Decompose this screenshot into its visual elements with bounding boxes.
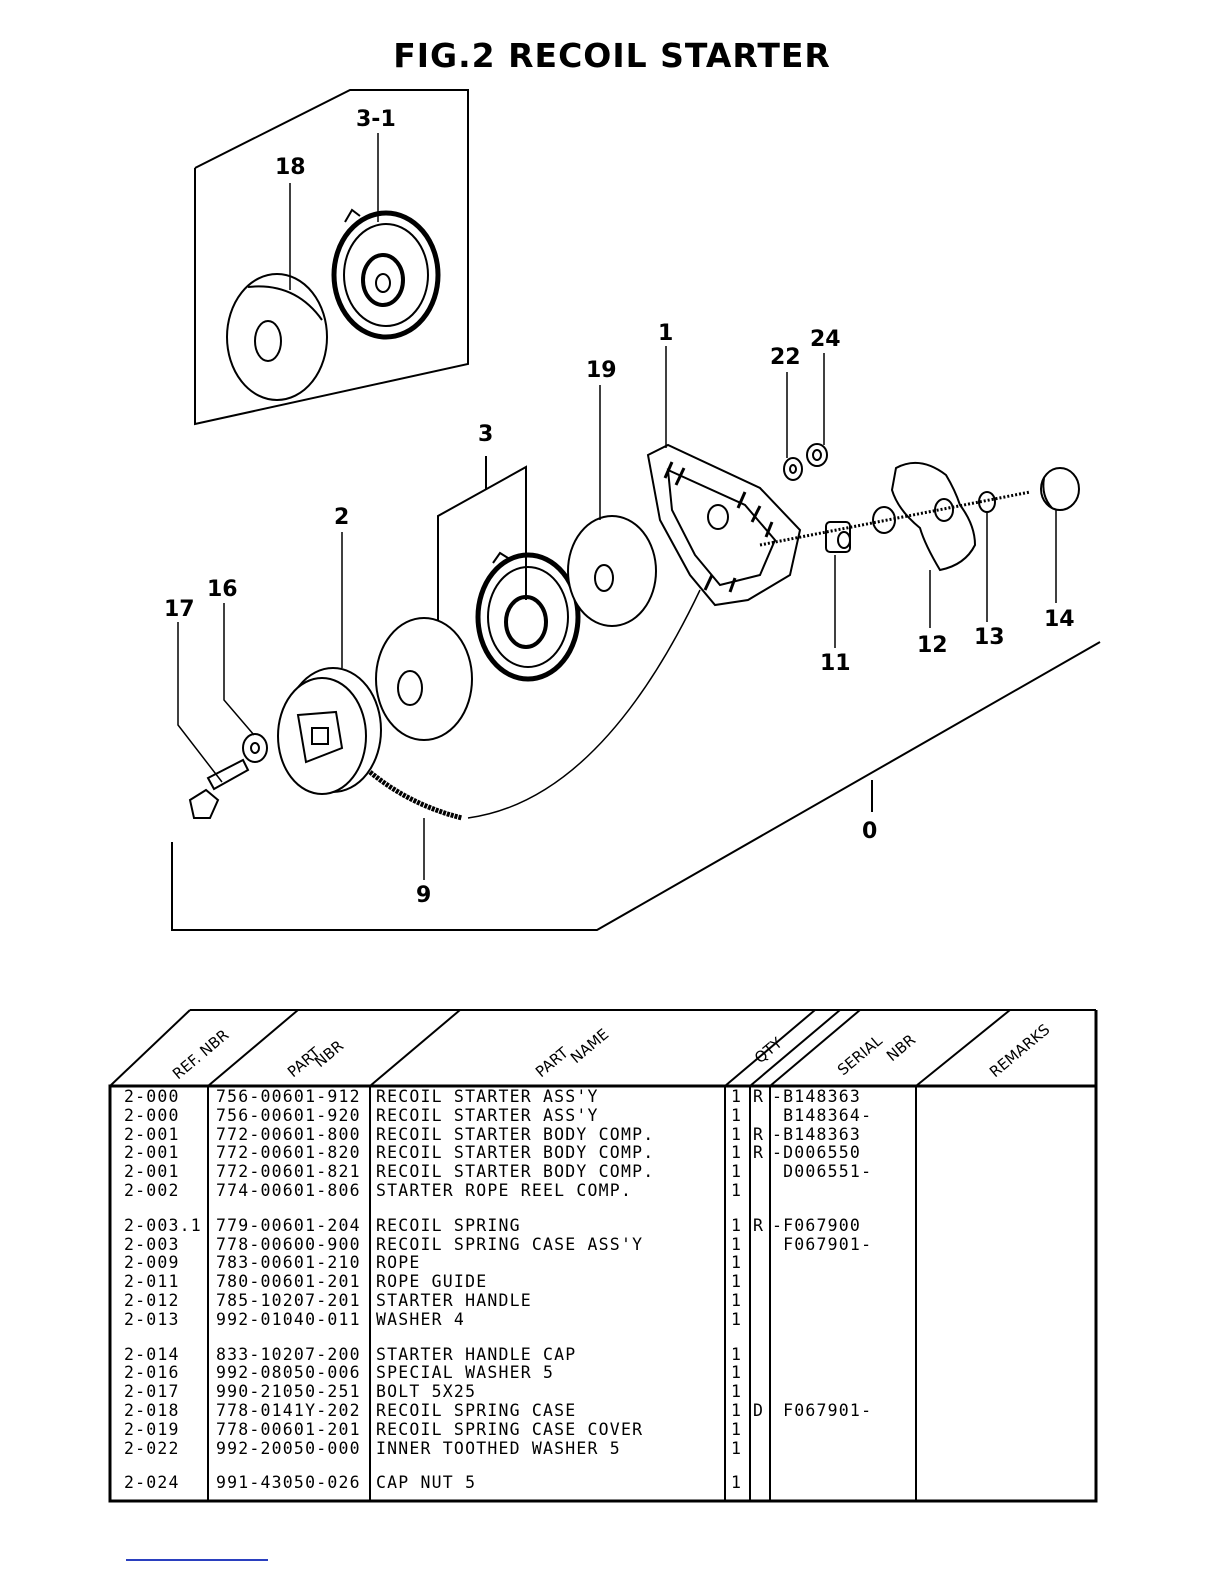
part-19-washer <box>567 515 657 627</box>
part-12-starter-handle <box>872 461 977 572</box>
callout-17: 17 <box>164 597 195 622</box>
part-16-special-washer <box>242 733 268 763</box>
callout-11: 11 <box>820 651 851 676</box>
parts-table-frame <box>108 1009 1098 1503</box>
header-part-name-1: PART <box>532 1043 572 1081</box>
part-2-rope-reel <box>277 667 382 795</box>
header-part-nbr-2: NBR <box>311 1037 347 1071</box>
footer-rule <box>126 1559 268 1561</box>
callout-2: 2 <box>334 505 349 530</box>
callout-24: 24 <box>810 327 841 352</box>
part-14-handle-cap <box>1040 467 1080 511</box>
figure-title: FIG.2 RECOIL STARTER <box>393 36 831 75</box>
callout-22: 22 <box>770 345 801 370</box>
header-part-name-2: NAME <box>567 1025 612 1067</box>
part-11-rope-guide <box>825 521 851 553</box>
callout-3-1: 3-1 <box>356 107 396 132</box>
part-9-rope <box>368 770 463 821</box>
part-22-toothed-washer <box>783 457 803 481</box>
part-3-1-spring-case <box>331 208 441 340</box>
callout-3: 3 <box>478 422 493 447</box>
part-3-spring-case <box>475 551 581 682</box>
callout-12: 12 <box>917 633 948 658</box>
assembly-bracket <box>171 641 1101 931</box>
part-17-bolt <box>188 758 250 819</box>
part-18-washer <box>226 273 328 401</box>
part-1-starter-body <box>646 443 802 607</box>
header-remarks: REMARKS <box>986 1020 1053 1081</box>
callout-1: 1 <box>658 321 673 346</box>
callout-16: 16 <box>207 577 238 602</box>
part-24-cap-nut <box>806 443 828 467</box>
callout-19: 19 <box>586 358 617 383</box>
part-3-washer <box>375 617 473 741</box>
header-serial-nbr-2: NBR <box>883 1031 919 1065</box>
callout-9: 9 <box>416 883 431 908</box>
callout-18: 18 <box>275 155 306 180</box>
inset-box-outline <box>194 89 469 426</box>
callout-13: 13 <box>974 625 1005 650</box>
callout-0: 0 <box>862 819 877 844</box>
header-serial-nbr-1: SERIAL <box>834 1031 886 1079</box>
callout-14: 14 <box>1044 607 1075 632</box>
